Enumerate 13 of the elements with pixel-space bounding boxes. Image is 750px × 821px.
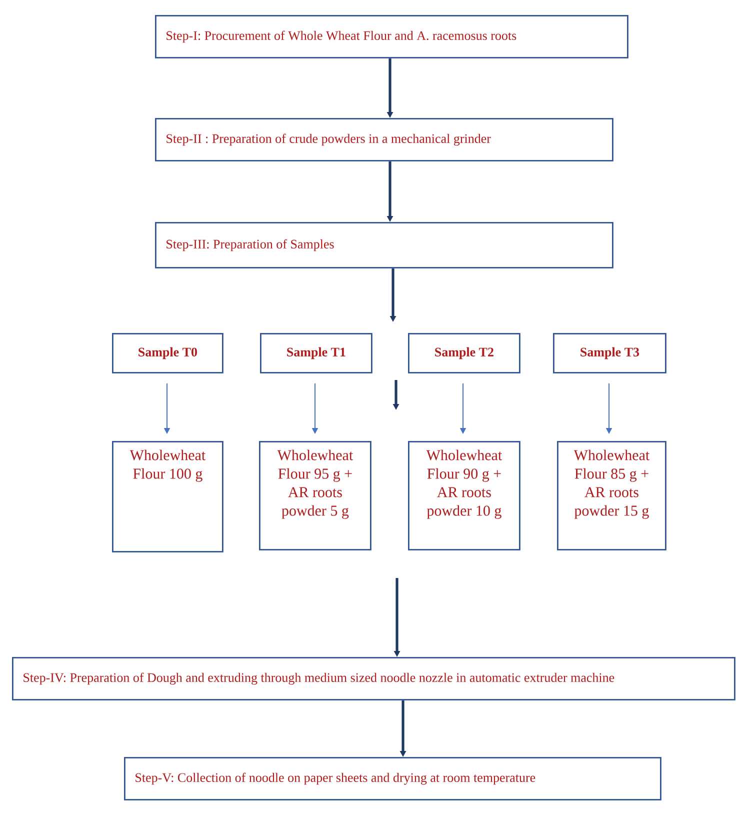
sample-box: Sample T0 [112,333,224,374]
sample-box: Sample T1 [260,333,372,374]
composition-box: Wholewheat Flour 85 g + AR roots powder 15 g [557,441,666,550]
composition-box: Wholewheat Flour 95 g + AR roots powder 5 g [259,441,372,550]
step-box: Step-IV: Preparation of Dough and extruding through medium sized noodle nozzle in automatic extruder machine [12,657,736,700]
sample-box: Sample T3 [553,333,666,374]
step-box: Step-III: Preparation of Samples [155,222,614,268]
step-box: Step-V: Collection of noodle on paper sheets and drying at room temperature [124,757,662,800]
composition-box: Wholewheat Flour 100 g [112,441,224,552]
composition-box: Wholewheat Flour 90 g + AR roots powder 10 g [408,441,520,550]
step-box: Step-II : Preparation of crude powders in a mechanical grinder [155,118,614,162]
sample-box: Sample T2 [408,333,520,374]
step-box: Step-I: Procurement of Whole Wheat Flour and A. racemosus roots [155,15,628,58]
